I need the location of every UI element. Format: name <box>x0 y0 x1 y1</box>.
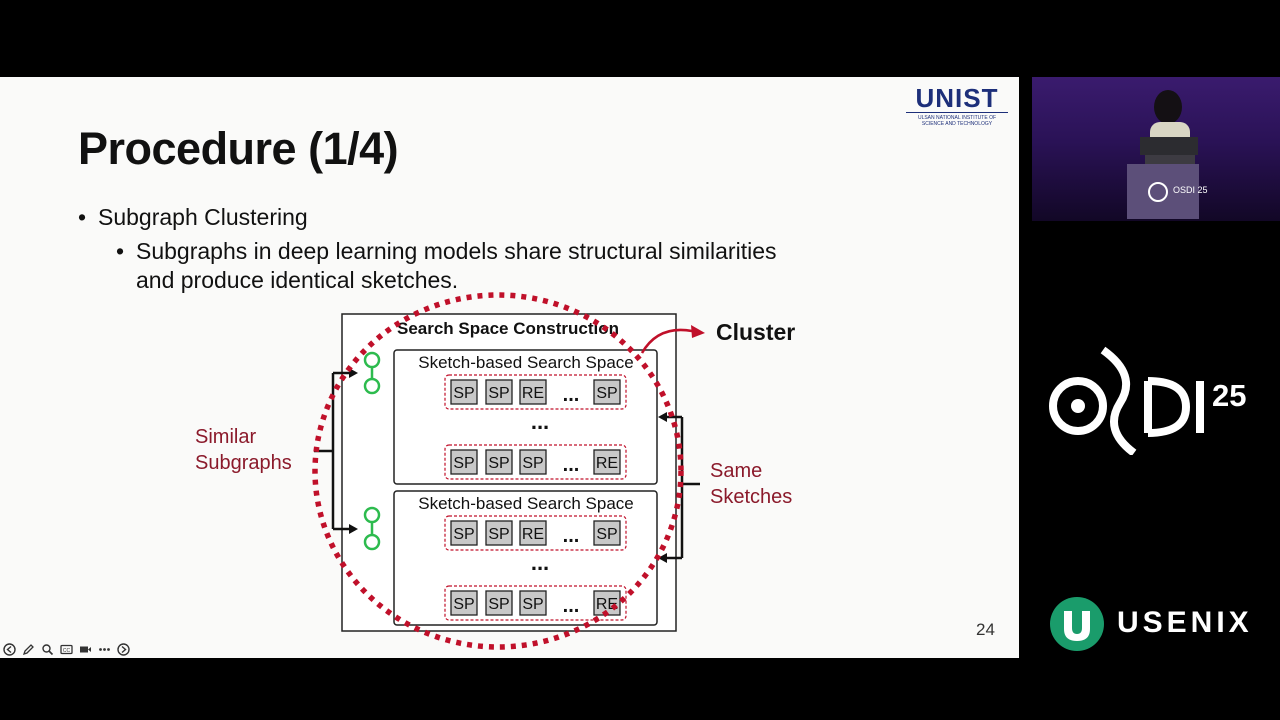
block-2-ellipsis: ... <box>531 550 549 575</box>
cluster-ellipse <box>312 292 684 650</box>
bullet-level1-text: Subgraph Clustering <box>98 204 308 230</box>
bullet-level2: •Subgraphs in deep learning models share… <box>116 238 777 293</box>
sketch-cell-label: SP <box>488 526 509 543</box>
sketch-cell <box>593 590 621 616</box>
outer-title: Search Space Construction <box>397 319 619 338</box>
sketch-cell-label: RE <box>522 526 544 543</box>
unist-logo: UNIST ULSAN NATIONAL INSTITUTE OF SCIENC… <box>906 85 1008 127</box>
zoom-icon[interactable] <box>40 642 55 657</box>
unist-logo-word: UNIST <box>915 83 999 113</box>
sketch-row-3: SP SP RE SP... <box>444 515 627 551</box>
sketch-cell <box>519 590 547 616</box>
unist-logo-subtitle: ULSAN NATIONAL INSTITUTE OF SCIENCE AND … <box>906 112 1008 127</box>
sketch-cell-label: SP <box>453 455 474 472</box>
osdi-logo <box>1049 346 1204 455</box>
sketch-cell-label: SP <box>488 455 509 472</box>
bullet-level1: •Subgraph Clustering <box>78 204 308 230</box>
sketch-cell-label: SP <box>522 455 543 472</box>
bullet-level2-line1: Subgraphs in deep learning models share … <box>136 238 777 264</box>
sketch-cell <box>485 449 513 475</box>
sketch-cell-label: RE <box>596 596 618 613</box>
sketch-cell-label: RE <box>522 385 544 402</box>
sketch-cell-label: SP <box>596 526 617 543</box>
usenix-logo-icon <box>1050 597 1104 651</box>
unist-subtitle-line2: SCIENCE AND TECHNOLOGY <box>921 121 993 127</box>
sketch-cell <box>519 449 547 475</box>
more-icon[interactable] <box>97 642 112 657</box>
sketch-row-ellipsis: ... <box>563 525 580 547</box>
sketch-row-4: SP SP SP RE... <box>444 585 627 621</box>
podium-text: OSDI 25 <box>1173 185 1208 195</box>
sketch-cell <box>450 520 478 546</box>
sketch-cell-label: SP <box>488 385 509 402</box>
sketch-cell <box>450 590 478 616</box>
sketch-row-2: SP SP SP RE... <box>444 444 627 480</box>
left-bracket <box>314 371 352 531</box>
sketch-cell-label: SP <box>453 596 474 613</box>
sketch-cell-label: RE <box>596 455 618 472</box>
sketch-row-ellipsis: ... <box>563 595 580 617</box>
unist-subtitle-line1: ULSAN NATIONAL INSTITUTE OF <box>917 115 997 121</box>
block-1-ellipsis: ... <box>531 409 549 434</box>
sketch-cell-label: SP <box>596 385 617 402</box>
camera-icon[interactable] <box>78 642 93 657</box>
same-label-line1: Same <box>710 460 762 482</box>
sketch-cell <box>519 520 547 546</box>
block-2-title: Sketch-based Search Space <box>418 494 633 513</box>
block-1-title: Sketch-based Search Space <box>418 353 633 372</box>
sketch-cell <box>519 379 547 405</box>
captions-icon[interactable]: CC <box>59 642 74 657</box>
sketch-cell <box>593 520 621 546</box>
speaker-video: OSDI 25 <box>1032 77 1280 221</box>
bullet-level2-line2: and produce identical sketches. <box>136 267 459 293</box>
forward-icon[interactable] <box>116 642 131 657</box>
usenix-wordmark: USENIX <box>1117 606 1253 639</box>
sketch-cell-label: SP <box>488 596 509 613</box>
cluster-arrow <box>640 328 693 354</box>
sketch-cell-label: SP <box>522 596 543 613</box>
sketch-cell <box>593 379 621 405</box>
sketch-cell <box>593 449 621 475</box>
sketch-row-ellipsis: ... <box>563 384 580 406</box>
similar-label-line1: Similar <box>195 426 256 448</box>
slide: Procedure (1/4) UNIST ULSAN NATIONAL INS… <box>0 77 1019 658</box>
back-icon[interactable] <box>2 642 17 657</box>
same-label-line2: Sketches <box>710 486 792 508</box>
slide-title: Procedure (1/4) <box>78 123 399 174</box>
sketch-row-ellipsis: ... <box>563 454 580 476</box>
subgraph-icon-2 <box>363 506 381 551</box>
left-arrow-1 <box>349 368 358 378</box>
osdi-year: 25 <box>1212 378 1247 413</box>
sketch-cell <box>485 590 513 616</box>
sketch-cell <box>485 379 513 405</box>
cluster-arrowhead <box>691 325 705 338</box>
right-arrow-2 <box>658 553 667 563</box>
sketch-cell <box>485 520 513 546</box>
presentation-toolbar: CC <box>2 642 131 657</box>
sketch-cell-label: SP <box>453 526 474 543</box>
subgraph-icon-1 <box>363 351 381 395</box>
right-bracket <box>666 415 700 560</box>
cluster-label: Cluster <box>716 319 795 345</box>
pen-icon[interactable] <box>21 642 36 657</box>
sketch-row-1: SP SP RE SP... <box>444 374 627 410</box>
similar-label-line2: Subgraphs <box>195 452 292 474</box>
left-arrow-2 <box>349 524 358 534</box>
page-number: 24 <box>976 620 995 639</box>
sketch-cell <box>450 379 478 405</box>
search-space-diagram: Search Space Construction Sketch-based S… <box>195 292 795 650</box>
sketch-cell <box>450 449 478 475</box>
sketch-cell-label: SP <box>453 385 474 402</box>
right-arrow-1 <box>658 412 667 422</box>
speaker-figure: OSDI 25 <box>1127 90 1208 219</box>
svg-text:CC: CC <box>63 648 71 654</box>
